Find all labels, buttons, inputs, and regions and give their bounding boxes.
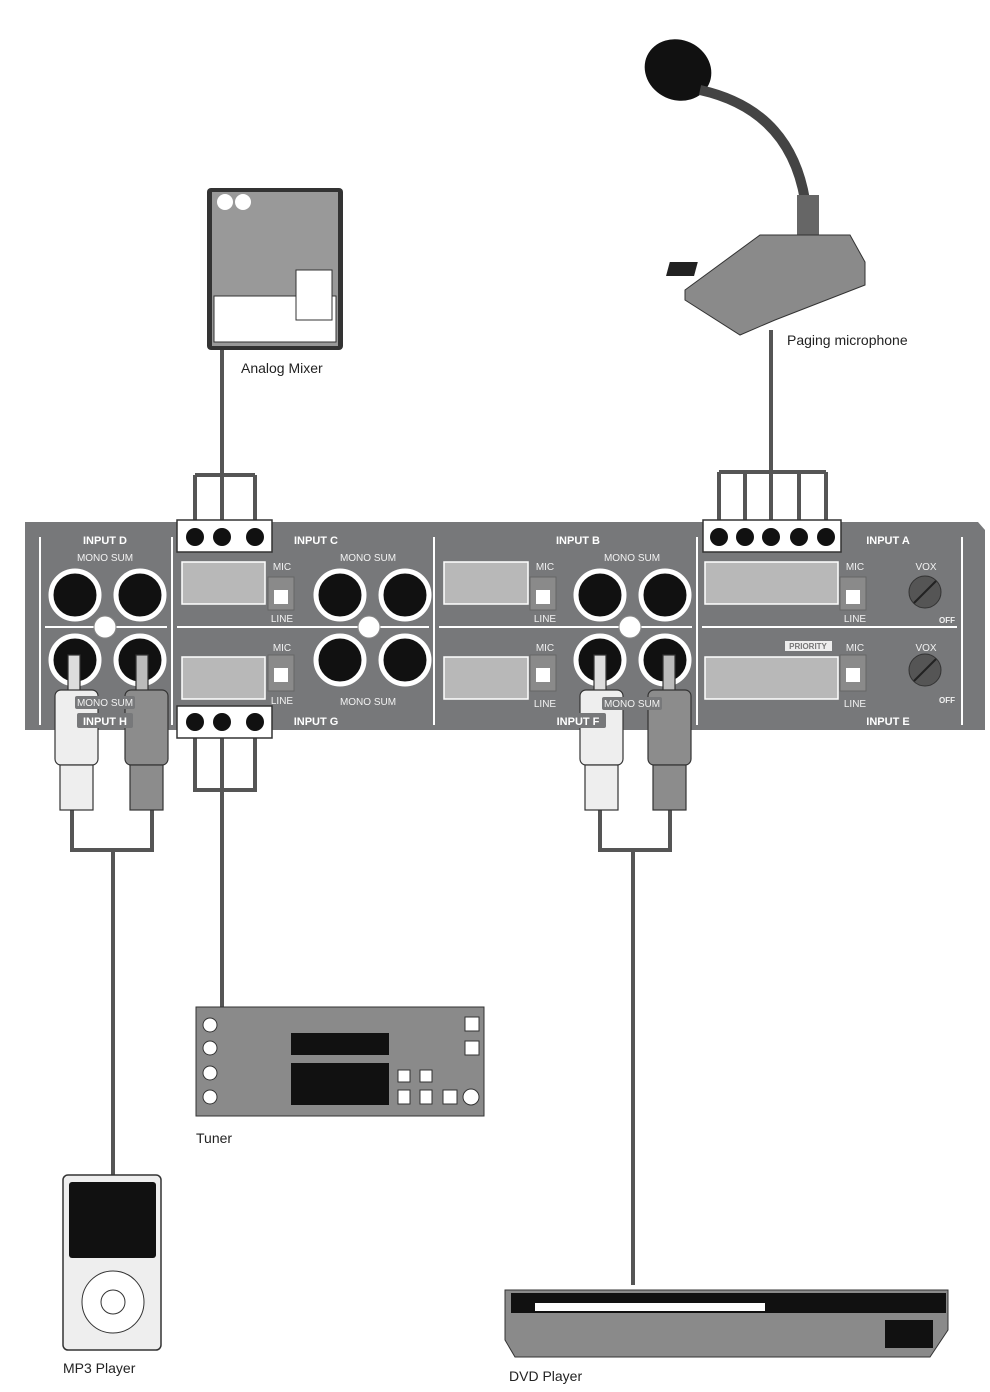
label-analog-mixer: Analog Mixer	[241, 360, 323, 376]
jack-d-left[interactable]	[48, 568, 102, 622]
phoenix-plugs[interactable]	[176, 519, 842, 739]
label-vox: VOX	[915, 562, 936, 573]
label-input-a: INPUT A	[866, 535, 910, 547]
label-input-f: INPUT F	[557, 716, 600, 728]
label-mono-sum: MONO SUM	[77, 698, 133, 709]
label-input-c: INPUT C	[294, 535, 338, 547]
label-input-g: INPUT G	[294, 716, 339, 728]
label-line: LINE	[534, 614, 557, 625]
tuner	[195, 1006, 485, 1117]
rear-panel: INPUT D MONO SUM INPUT C MONO SUM MONO S…	[25, 522, 985, 730]
label-mono-sum: MONO SUM	[340, 697, 396, 708]
panel-labels-over-plugs: MONO SUM INPUT H MONO SUM INPUT F	[75, 696, 662, 728]
label-mic: MIC	[846, 643, 864, 654]
label-mono-sum: MONO SUM	[604, 553, 660, 564]
jack-g-left[interactable]	[313, 633, 367, 687]
jack-b-right[interactable]	[638, 568, 692, 622]
label-input-h: INPUT H	[83, 716, 127, 728]
label-priority: PRIORITY	[789, 642, 827, 651]
priority-badge	[785, 641, 832, 651]
label-off: OFF	[939, 616, 955, 625]
label-mic: MIC	[846, 562, 864, 573]
jack-c-left[interactable]	[313, 568, 367, 622]
mp3-player	[62, 1174, 162, 1351]
jacks	[48, 568, 692, 687]
label-input-e: INPUT E	[866, 716, 909, 728]
label-mono-sum: MONO SUM	[340, 553, 396, 564]
label-line: LINE	[844, 614, 867, 625]
terminal-blocks	[181, 561, 839, 700]
cables	[70, 330, 828, 1285]
jack-d-right[interactable]	[113, 568, 167, 622]
label-input-d: INPUT D	[83, 535, 127, 547]
label-vox: VOX	[915, 643, 936, 654]
label-line: LINE	[271, 696, 294, 707]
label-mic: MIC	[536, 643, 554, 654]
label-mono-sum: MONO SUM	[604, 699, 660, 710]
dvd-player	[504, 1289, 949, 1358]
paging-microphone	[644, 39, 866, 336]
label-mic: MIC	[273, 562, 291, 573]
label-mic: MIC	[536, 562, 554, 573]
label-mp3-player: MP3 Player	[63, 1360, 136, 1376]
label-line: LINE	[271, 614, 294, 625]
jack-b-left[interactable]	[573, 568, 627, 622]
label-mic: MIC	[273, 643, 291, 654]
jack-g-right[interactable]	[378, 633, 432, 687]
jack-c-right[interactable]	[378, 568, 432, 622]
label-dvd-player: DVD Player	[509, 1368, 582, 1384]
label-paging-microphone: Paging microphone	[787, 332, 908, 348]
analog-mixer	[207, 188, 343, 350]
label-off: OFF	[939, 696, 955, 705]
mic-line-switches[interactable]	[267, 576, 867, 692]
label-line: LINE	[534, 699, 557, 710]
vox-knobs[interactable]	[908, 575, 942, 687]
screw-icons	[93, 615, 642, 639]
label-tuner: Tuner	[196, 1130, 232, 1146]
label-mono-sum: MONO SUM	[77, 553, 133, 564]
label-input-b: INPUT B	[556, 535, 600, 547]
label-line: LINE	[844, 699, 867, 710]
